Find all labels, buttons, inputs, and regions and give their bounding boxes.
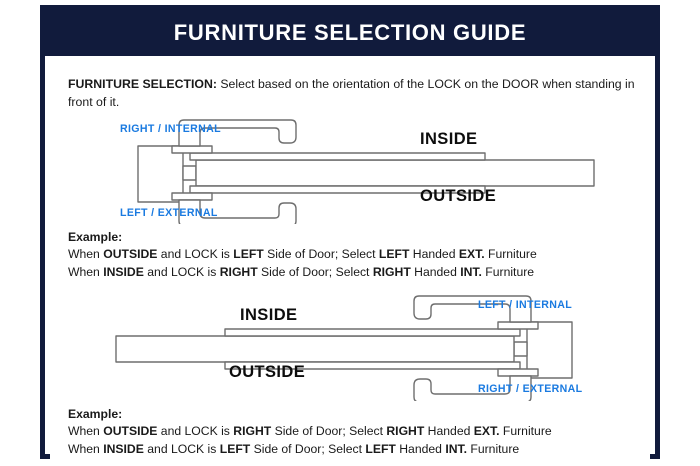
door-diagram-lock-right: LEFT / INTERNAL RIGHT / EXTERNAL INSIDE … [50,293,650,401]
t: When [68,247,104,262]
t: RIGHT [233,424,272,439]
t: Furniture [499,424,552,439]
diagram2-label-inside: INSIDE [240,306,298,324]
example2-line-2: When INSIDE and LOCK is LEFT Side of Doo… [68,441,643,458]
t: Furniture [484,247,537,262]
lever-handle-outside [413,375,532,401]
door-diagram-lock-left: RIGHT / INTERNAL LEFT / EXTERNAL INSIDE … [50,119,650,224]
latch-bolt [182,165,197,181]
t: Furniture [481,264,535,279]
rose-plate-inside [224,328,521,337]
t: and LOCK is [157,247,234,262]
t: Side of Door; Select [250,441,366,456]
t: Handed [410,264,461,279]
diagram2-label-left-internal: LEFT / INTERNAL [478,299,573,311]
t: and LOCK is [143,441,220,456]
t: OUTSIDE [103,247,158,262]
example-block-2: Example: When OUTSIDE and LOCK is RIGHT … [68,406,643,458]
intro-text: Select based on the orientation of the L… [68,77,635,109]
t: Side of Door; Select [257,264,373,279]
rose-plate-outside [224,361,521,370]
t: Handed [409,247,459,262]
t: LEFT [365,441,396,456]
example1-heading: Example: [68,230,123,244]
example-block-1: Example: When OUTSIDE and LOCK is LEFT S… [68,229,643,281]
diagram1-label-outside: OUTSIDE [420,187,497,205]
spindle-collar-inside [171,145,213,154]
t: INT. [460,264,482,279]
example2-heading: Example: [68,407,123,421]
t: INSIDE [103,264,144,279]
intro-label: FURNITURE SELECTION: [68,77,217,91]
t: LEFT [378,247,410,262]
diagram2-label-outside: OUTSIDE [229,363,306,381]
diagram1-label-left-external: LEFT / EXTERNAL [120,207,218,219]
diagram1-label-inside: INSIDE [420,130,478,148]
t: When [68,264,104,279]
t: LEFT [233,247,264,262]
latch-bolt [513,341,528,357]
lever-handle-outside [178,199,297,224]
t: Handed [424,424,474,439]
t: RIGHT [372,264,411,279]
spindle-collar-outside [497,368,539,377]
diagram1-label-right-internal: RIGHT / INTERNAL [120,123,221,135]
example1-line-1: When OUTSIDE and LOCK is LEFT Side of Do… [68,246,643,263]
rose-plate-outside [189,185,486,194]
t: Side of Door; Select [263,247,379,262]
t: LEFT [219,441,251,456]
t: INT. [445,441,467,456]
t: and LOCK is [157,424,234,439]
door-panel [195,159,595,187]
t: and LOCK is [143,264,220,279]
t: When [68,441,104,456]
t: Side of Door; Select [271,424,387,439]
guide-card: FURNITURE SELECTION GUIDE FURNITURE SELE… [40,5,660,459]
lever-handle-inside [413,295,532,323]
intro-paragraph: FURNITURE SELECTION: Select based on the… [68,76,638,112]
rose-plate-inside [189,152,486,161]
spindle-collar-outside [171,192,213,201]
t: OUTSIDE [103,424,158,439]
t: Furniture [467,441,520,456]
page-title: FURNITURE SELECTION GUIDE [173,20,527,45]
t: RIGHT [219,264,258,279]
t: INSIDE [103,441,144,456]
lever-handle-inside [178,119,297,147]
guide-header-bar: FURNITURE SELECTION GUIDE [45,10,655,56]
t: When [68,424,104,439]
t: EXT. [458,247,485,262]
t: Handed [395,441,446,456]
t: RIGHT [386,424,425,439]
diagram2-label-right-external: RIGHT / EXTERNAL [478,383,583,395]
spindle-collar-inside [497,321,539,330]
guide-body: FURNITURE SELECTION: Select based on the… [50,61,650,459]
example2-line-1: When OUTSIDE and LOCK is RIGHT Side of D… [68,423,643,440]
door-lever-lock-left-illustration [137,119,595,224]
door-panel [115,335,515,363]
example1-line-2: When INSIDE and LOCK is RIGHT Side of Do… [68,264,643,281]
t: EXT. [473,424,500,439]
door-lever-lock-right-illustration [115,295,573,401]
